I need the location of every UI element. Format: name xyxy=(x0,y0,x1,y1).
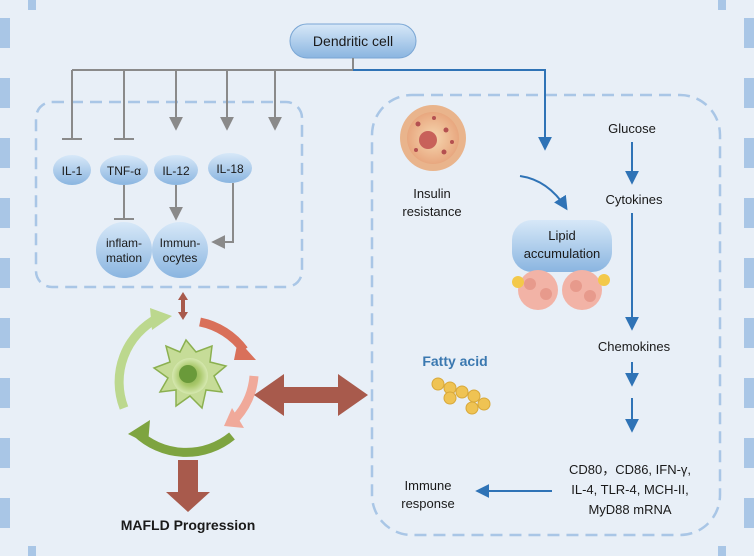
blue-branch-line xyxy=(353,69,552,151)
svg-text:IL-18: IL-18 xyxy=(216,162,244,176)
cytokine-il1: IL-1 xyxy=(53,155,91,185)
insulin-to-lipid-arrow xyxy=(519,175,568,211)
insulin-line1: Insulin xyxy=(413,186,451,201)
insulin-cell-icon xyxy=(400,105,466,171)
immune-line1: Immune xyxy=(405,478,452,493)
markers-line2: IL-4, TLR-4, MCH-II, xyxy=(571,482,689,497)
fatty-acid-label: Fatty acid xyxy=(422,353,487,369)
outcome-connectors xyxy=(114,183,234,249)
dendritic-cell-label: Dendritic cell xyxy=(313,33,393,49)
lipid-accumulation-node: Lipid accumulation xyxy=(512,220,612,272)
right-stripes xyxy=(718,0,754,556)
immune-line2: response xyxy=(401,496,454,511)
cycle-arrows xyxy=(114,314,259,457)
svg-text:inflam-: inflam- xyxy=(106,236,142,250)
svg-text:TNF-α: TNF-α xyxy=(107,164,141,178)
chain-cytokines: Cytokines xyxy=(605,192,663,207)
mafld-down-arrow xyxy=(166,460,210,512)
chain-glucose: Glucose xyxy=(608,121,656,136)
dendritic-cell-node: Dendritic cell xyxy=(289,23,417,59)
cytokine-tnf: TNF-α xyxy=(100,155,148,185)
small-vertical-double-arrow xyxy=(178,292,188,320)
gray-branch-lines xyxy=(62,58,354,140)
svg-text:Immun-: Immun- xyxy=(160,236,201,250)
left-dashed-box xyxy=(34,100,304,289)
immunocytes-node: Immun- ocytes xyxy=(152,222,208,278)
chain-chemokines: Chemokines xyxy=(598,339,671,354)
cytokine-il18: IL-18 xyxy=(208,153,252,183)
cycle-arrowheads xyxy=(128,308,256,444)
svg-text:IL-12: IL-12 xyxy=(162,164,190,178)
inflammation-node: inflam- mation xyxy=(96,222,152,278)
markers-line1: CD80，CD86, IFN-γ, xyxy=(569,462,691,477)
svg-text:ocytes: ocytes xyxy=(163,251,198,265)
svg-text:IL-1: IL-1 xyxy=(62,164,83,178)
svg-text:mation: mation xyxy=(106,251,142,265)
svg-text:accumulation: accumulation xyxy=(524,246,601,261)
lipid-droplets-icon xyxy=(512,270,610,310)
insulin-line2: resistance xyxy=(402,204,461,219)
cytokine-il12: IL-12 xyxy=(154,155,198,185)
mafld-progression-label: MAFLD Progression xyxy=(121,517,256,533)
left-stripes xyxy=(0,0,36,556)
markers-line3: MyD88 mRNA xyxy=(588,502,671,517)
svg-text:Lipid: Lipid xyxy=(548,228,575,243)
fatty-acid-icon xyxy=(431,377,491,415)
horizontal-double-arrow xyxy=(254,374,368,416)
dendritic-cell-illustration xyxy=(152,338,228,410)
